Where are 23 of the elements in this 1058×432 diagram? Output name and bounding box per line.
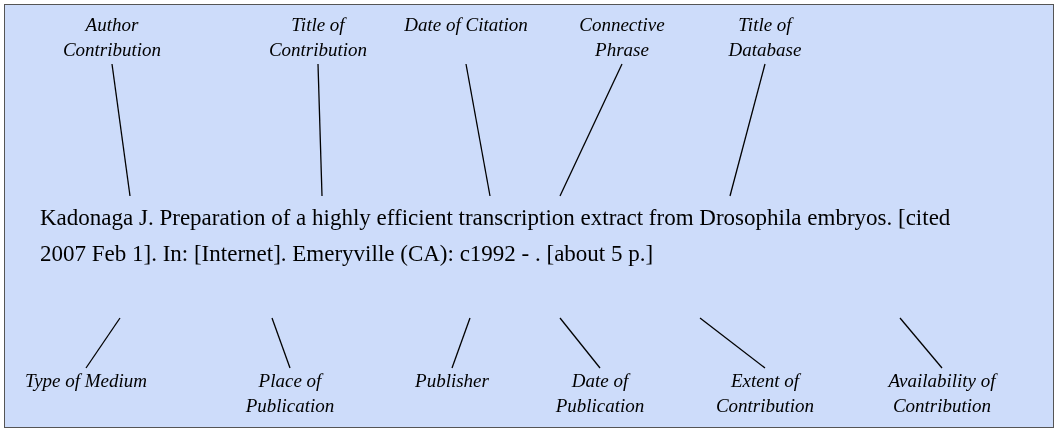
category-label: Type of Medium	[24, 368, 148, 420]
leader-line	[317, 63, 323, 197]
leader-line	[729, 63, 766, 197]
category-label: Title of Database	[703, 12, 827, 64]
category-label: Date of Citation	[404, 12, 528, 64]
category-label: Date of Publication	[538, 368, 662, 420]
leader-line	[899, 317, 943, 369]
category-label: Availability of Contribution	[880, 368, 1004, 420]
category-label: Publisher	[390, 368, 514, 420]
leader-line	[451, 317, 471, 369]
category-label: Title of Contribution	[256, 12, 380, 64]
leader-line	[699, 317, 766, 369]
category-label: Place of Publication	[228, 368, 352, 420]
category-label: Connective Phrase	[560, 12, 684, 64]
leader-line	[85, 317, 121, 369]
leader-line	[559, 317, 601, 369]
leader-line	[465, 63, 491, 197]
leader-line	[271, 317, 291, 369]
category-label: Extent of Contribution	[703, 368, 827, 420]
leader-line	[111, 63, 131, 197]
citation-text: Kadonaga J. Preparation of a highly efficient transcription extract from Drosophila embryos. [cited 2007 Feb 1]. In: [Internet]. Emeryville (CA): c1992 - . [about 5 p.]	[40, 204, 952, 268]
leader-line	[559, 63, 623, 197]
category-label: Author Contribution	[50, 12, 174, 64]
